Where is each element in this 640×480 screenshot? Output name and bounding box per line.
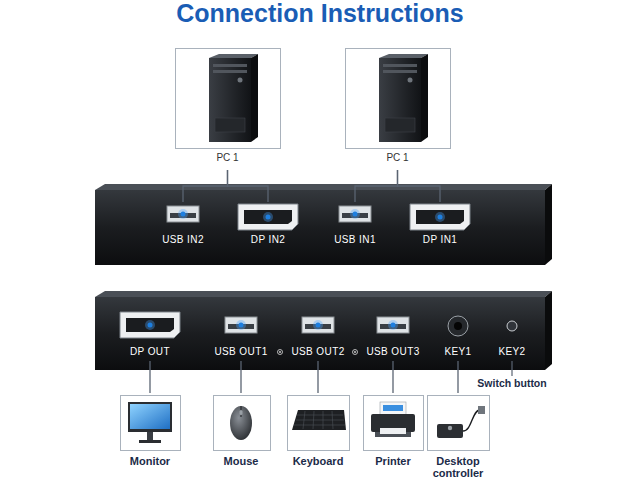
node-label: Monitor: [115, 455, 185, 467]
callout-label: Switch button: [474, 377, 550, 389]
node-label: Mouse: [210, 455, 272, 467]
node-label: PC 1: [175, 152, 280, 164]
port-socket: DP IN1: [404, 202, 476, 248]
kvm-input-panel: [95, 184, 552, 265]
computer-tower: PC 1: [345, 48, 450, 170]
node-label: DP IN1: [404, 234, 476, 246]
cable-connector: [317, 361, 318, 393]
port-socket: DP OUT: [115, 307, 185, 361]
peripheral-device: Keyboard: [283, 393, 353, 473]
node-label: Printer: [361, 455, 425, 467]
cable-connector: [392, 361, 393, 393]
node-label: PC 1: [345, 152, 450, 164]
node-label: USB IN1: [330, 234, 380, 246]
port-socket: USB IN1: [330, 202, 380, 248]
node-label: DP OUT: [115, 346, 185, 358]
cable-connector: [398, 170, 441, 202]
node-label: Desktop controller: [420, 455, 496, 479]
port-socket: USB OUT3: [365, 312, 421, 361]
peripheral-device: Monitor: [115, 393, 185, 473]
port-socket: USB OUT1: [213, 312, 269, 361]
cable-connector: [355, 170, 398, 202]
node-label: USB OUT3: [365, 346, 421, 358]
computer-tower: PC 1: [175, 48, 280, 170]
node-label: USB IN2: [158, 234, 208, 246]
device-illustration: [121, 396, 490, 451]
peripheral-device: Mouse: [210, 393, 272, 473]
node-label: USB OUT2: [290, 346, 346, 358]
port-socket: USB OUT2: [290, 312, 346, 361]
cable-connector: [183, 170, 228, 202]
pc-illustration: [176, 49, 451, 149]
cable-connector: [240, 361, 241, 393]
node-label: KEY2: [492, 346, 532, 358]
cable-connector: [149, 361, 150, 393]
node-label: DP IN2: [232, 234, 304, 246]
node-label: KEY1: [438, 346, 478, 358]
port-socket: USB IN2: [158, 202, 208, 248]
peripheral-device: Desktop controller: [420, 393, 496, 480]
node-label: USB OUT1: [213, 346, 269, 358]
cable-connector: [228, 170, 269, 202]
cable-connector: [457, 361, 458, 393]
port-socket: KEY2: [492, 312, 532, 361]
kvm-output-panel: [95, 291, 552, 370]
node-label: Keyboard: [283, 455, 353, 467]
peripheral-device: Printer: [361, 393, 425, 473]
diagram-title: Connection Instructions: [0, 0, 640, 26]
port-socket: DP IN2: [232, 202, 304, 248]
leader-line: [511, 361, 512, 376]
port-socket: KEY1: [438, 312, 478, 361]
